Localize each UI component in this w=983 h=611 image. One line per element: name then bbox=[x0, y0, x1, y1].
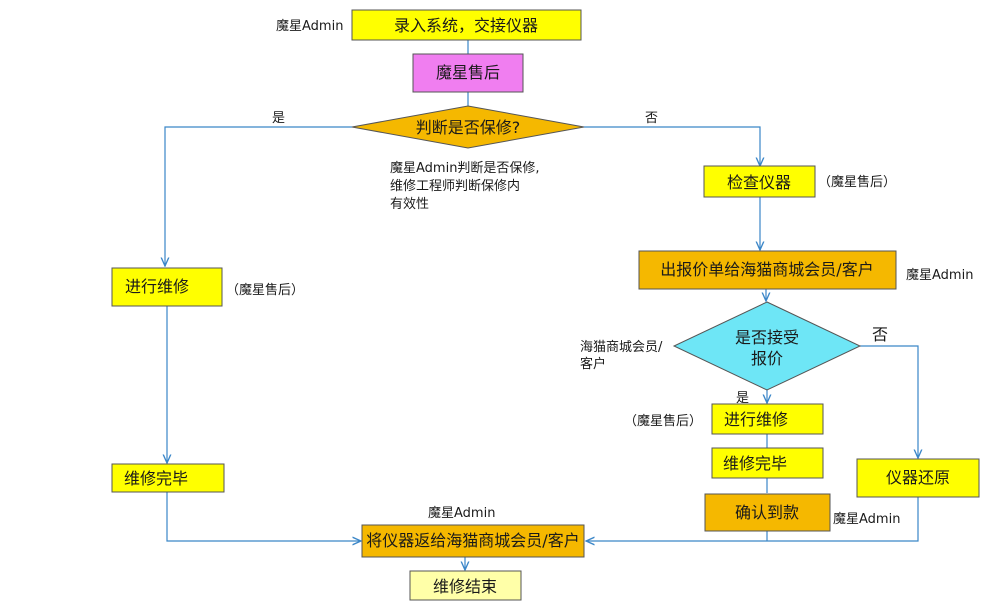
label-yes-left: 是 bbox=[272, 111, 285, 126]
node-repair-left: 进行维修 bbox=[111, 267, 223, 307]
node-decide-warranty: 判断是否保修? bbox=[351, 105, 585, 149]
edge-accept-no bbox=[860, 345, 918, 458]
node-accept-quote-label-line2: 报价 bbox=[751, 349, 783, 368]
node-accept-quote-diamond bbox=[672, 301, 862, 391]
node-inspect-instrument-label: 检查仪器 bbox=[727, 173, 791, 192]
label-aftersales-inspect: （魔星售后） bbox=[818, 174, 896, 190]
node-restore-instrument: 仪器还原 bbox=[856, 458, 980, 498]
node-inspect-instrument-box bbox=[703, 165, 816, 198]
node-issue-quote-label: 出报价单给海猫商城会员/客户 bbox=[660, 260, 873, 279]
node-repair-right-box bbox=[711, 403, 824, 435]
annotations: 魔星Admin 是 否 魔星Admin判断是否保修, 维修工程师判断保修内 有效… bbox=[226, 19, 973, 527]
label-member-line1: 海猫商城会员/ bbox=[580, 340, 663, 355]
edge-decision-no bbox=[584, 126, 760, 166]
node-accept-quote: 是否接受 报价 bbox=[672, 301, 862, 391]
node-confirm-payment-box bbox=[704, 493, 831, 532]
node-confirm-payment: 确认到款 bbox=[704, 493, 831, 532]
node-restore-instrument-label: 仪器还原 bbox=[886, 468, 950, 487]
node-inspect-instrument: 检查仪器 bbox=[703, 165, 816, 198]
node-repair-right-label: 进行维修 bbox=[724, 410, 788, 429]
node-moxing-aftersales-label: 魔星售后 bbox=[436, 63, 500, 82]
node-repair-left-box bbox=[111, 267, 223, 307]
node-accept-quote-label-line1: 是否接受 bbox=[735, 328, 799, 347]
node-decide-warranty-diamond bbox=[351, 105, 585, 149]
edges bbox=[165, 40, 918, 570]
node-repair-done-left: 维修完毕 bbox=[111, 463, 225, 493]
node-confirm-payment-label: 确认到款 bbox=[735, 503, 799, 522]
node-repair-done-left-label: 维修完毕 bbox=[124, 469, 188, 488]
node-moxing-aftersales: 魔星售后 bbox=[412, 53, 524, 93]
label-admin-top: 魔星Admin bbox=[276, 19, 343, 34]
node-repair-done-right-box bbox=[711, 447, 824, 479]
node-repair-done-right-label: 维修完毕 bbox=[723, 454, 787, 473]
label-admin-quote: 魔星Admin bbox=[906, 268, 973, 283]
node-repair-right: 进行维修 bbox=[711, 403, 824, 435]
edge-decision-yes bbox=[165, 126, 352, 266]
label-aftersales-left-repair: （魔星售后） bbox=[226, 282, 304, 298]
node-repair-left-label: 进行维修 bbox=[125, 277, 189, 296]
node-record-system-box bbox=[351, 9, 582, 41]
node-moxing-aftersales-box bbox=[412, 53, 524, 93]
node-repair-end: 维修结束 bbox=[409, 570, 522, 601]
node-repair-done-right: 维修完毕 bbox=[711, 447, 824, 479]
node-record-system-label: 录入系统，交接仪器 bbox=[394, 16, 538, 35]
label-member-line2: 客户 bbox=[580, 356, 606, 372]
node-record-system: 录入系统，交接仪器 bbox=[351, 9, 582, 41]
label-warranty-note-line1: 魔星Admin判断是否保修, bbox=[390, 161, 540, 176]
node-issue-quote: 出报价单给海猫商城会员/客户 bbox=[638, 250, 897, 290]
node-return-instrument-box bbox=[361, 524, 585, 558]
label-admin-confirm: 魔星Admin bbox=[833, 512, 900, 527]
node-return-instrument-label: 将仪器返给海猫商城会员/客户 bbox=[366, 531, 579, 550]
node-repair-end-label: 维修结束 bbox=[433, 577, 497, 596]
label-yes-accept: 是 bbox=[736, 391, 749, 406]
edge-restore-to-return bbox=[586, 497, 919, 541]
node-restore-instrument-box bbox=[856, 458, 980, 498]
label-no-right: 否 bbox=[645, 111, 658, 126]
label-admin-return: 魔星Admin bbox=[428, 506, 495, 521]
label-aftersales-right-repair: （魔星售后） bbox=[624, 413, 702, 429]
label-warranty-note-line3: 有效性 bbox=[390, 197, 429, 212]
node-decide-warranty-label: 判断是否保修? bbox=[416, 118, 521, 137]
label-warranty-note-line2: 维修工程师判断保修内 bbox=[390, 178, 520, 194]
label-no-accept: 否 bbox=[872, 325, 888, 344]
node-return-instrument: 将仪器返给海猫商城会员/客户 bbox=[361, 524, 585, 558]
node-issue-quote-box bbox=[638, 250, 897, 290]
node-repair-done-left-box bbox=[111, 463, 225, 493]
node-repair-end-box bbox=[409, 570, 522, 601]
edge-left-done-to-return bbox=[166, 492, 361, 541]
